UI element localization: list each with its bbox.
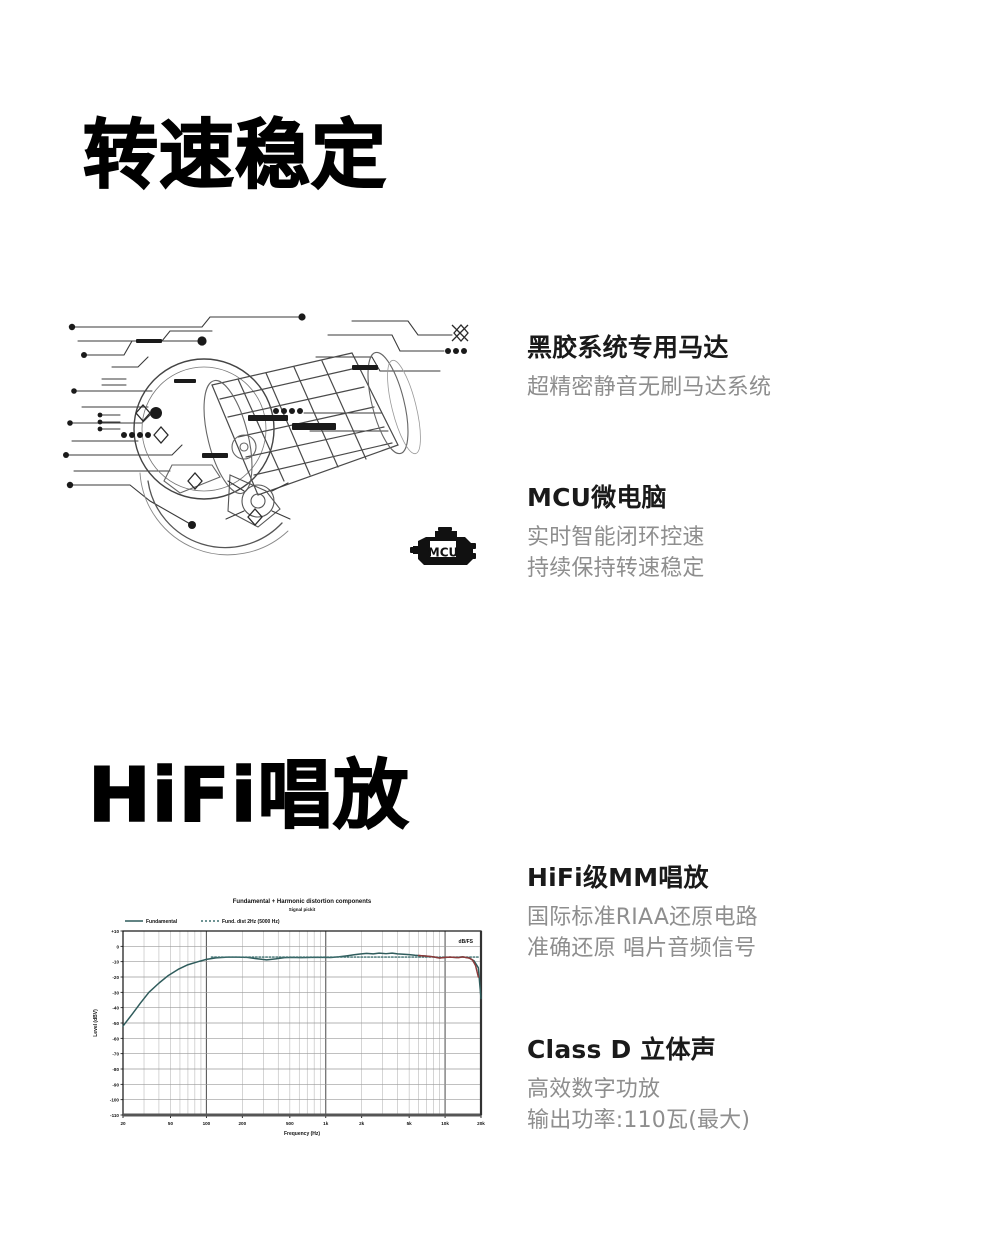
x-tick-label: 1k [323,1121,329,1126]
feature-line-mm-1: 国际标准RIAA还原电路 [527,905,758,931]
chart-annotation: dB/FS [459,939,474,945]
y-tick-label: -80 [112,1067,119,1072]
legend-label-distortion: Fund. dist 2Hz (5000 Hz) [222,919,280,925]
y-tick-label: 0 [116,944,119,949]
x-tick-label: 20k [477,1121,485,1126]
chart-subtitle: Signal pickit [289,907,316,912]
feature-heading-mm-phono: HiFi级MM唱放 [527,863,709,892]
y-axis-label: Level (dBV) [93,1009,99,1037]
chart-canvas: Fundamental + Harmonic distortion compon… [93,899,485,1137]
mcu-chip-icon: MCU [408,525,478,573]
x-tick-label: 100 [203,1121,211,1126]
feature-line-class-d-1: 高效数字功放 [527,1077,661,1103]
legend-label-fundamental: Fundamental [146,919,178,925]
feature-line-mcu-2: 持续保持转速稳定 [527,556,705,582]
feature-line-class-d-2: 输出功率:110瓦(最大) [527,1108,751,1134]
y-tick-label: -70 [112,1052,119,1057]
y-tick-label: -100 [110,1098,120,1103]
x-tick-label: 20 [120,1121,126,1126]
y-tick-label: -40 [112,1006,119,1011]
feature-heading-mcu: MCU微电脑 [527,483,667,512]
feature-line-mm-2: 准确还原 唱片音频信号 [527,936,757,962]
x-tick-label: 5k [407,1121,413,1126]
feature-line-mcu-1: 实时智能闭环控速 [527,525,705,551]
section-title-rotation-stability: 转速稳定 [82,111,388,199]
x-tick-label: 500 [286,1121,294,1126]
feature-block-mm-phono: HiFi级MM唱放 国际标准RIAA还原电路 准确还原 唱片音频信号 [527,862,857,965]
section-title-hifi-phono: HiFi唱放 [87,751,410,839]
y-tick-label: +10 [111,929,119,934]
y-tick-label: -90 [112,1082,119,1087]
frequency-response-chart: Fundamental + Harmonic distortion compon… [85,893,495,1155]
y-tick-label: -20 [112,975,119,980]
mcu-badge-label: MCU [428,546,459,560]
brushless-motor-illustration [52,295,482,595]
feature-line-motor-1: 超精密静音无刷马达系统 [527,375,772,401]
chart-title: Fundamental + Harmonic distortion compon… [233,899,372,905]
feature-block-class-d: Class D 立体声 高效数字功放 输出功率:110瓦(最大) [527,1034,857,1137]
x-tick-label: 50 [168,1121,174,1126]
x-axis-ticks: 20 50 100 200 500 1k 2k 5k 10k 20k [120,1115,485,1126]
y-tick-label: -50 [112,1021,119,1026]
x-tick-label: 200 [238,1121,246,1126]
y-tick-label: -110 [110,1113,119,1118]
feature-heading-class-d: Class D 立体声 [527,1035,716,1064]
chart-series-2 [417,954,480,978]
feature-block-motor: 黑胶系统专用马达 超精密静音无刷马达系统 [527,332,857,403]
x-axis-label: Frequency (Hz) [284,1131,320,1137]
y-tick-label: -10 [112,960,119,965]
y-tick-label: -30 [112,990,119,995]
feature-heading-motor: 黑胶系统专用马达 [527,333,729,362]
feature-block-mcu: MCU微电脑 实时智能闭环控速 持续保持转速稳定 [527,482,857,585]
y-tick-label: -60 [112,1036,119,1041]
x-tick-label: 10k [441,1121,449,1126]
x-tick-label: 2k [359,1121,365,1126]
